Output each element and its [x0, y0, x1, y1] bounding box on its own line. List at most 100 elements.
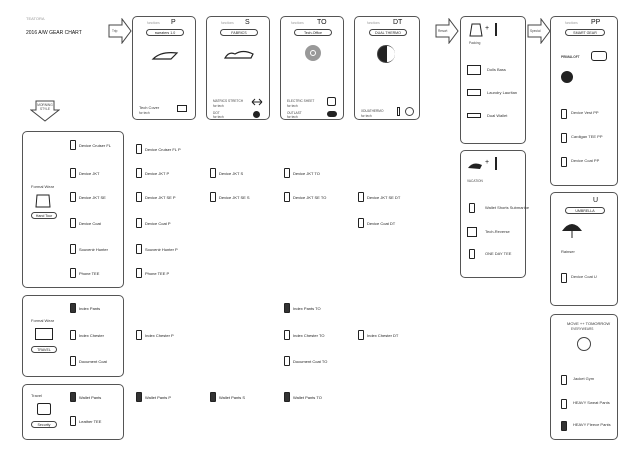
- card-to: functions TO Tech-Office ELECTRIC SHEET …: [280, 16, 344, 120]
- garment-icon: [210, 192, 216, 202]
- card-dt-code: DT: [393, 19, 403, 26]
- resort-box: + Packing Dolls Bass Laundry Lauritan Du…: [460, 16, 526, 144]
- garment-icon: [284, 192, 290, 202]
- card-to-prefix: functions: [291, 21, 304, 25]
- list-item[interactable]: Device Cruiser FL: [70, 140, 111, 150]
- garment-icon: [70, 392, 76, 402]
- morning-label: MORNING STYLE: [37, 103, 53, 111]
- card-dt-prefix: functions: [367, 21, 380, 25]
- list-item[interactable]: Index Chester DT: [358, 330, 398, 340]
- stretch-icon: [251, 98, 263, 106]
- list-item[interactable]: Phone TEE P: [136, 268, 169, 278]
- garment-icon: [284, 168, 290, 178]
- move-item-1: Jacket Gym: [573, 376, 595, 381]
- card-s-item1-sub: for tech: [213, 104, 224, 108]
- list-item[interactable]: Wallet Pants S: [210, 392, 245, 402]
- group-travel-pill[interactable]: Security: [31, 421, 57, 428]
- list-item[interactable]: Device Cruiser FL P: [136, 144, 181, 154]
- pp-prefix: functions: [565, 21, 578, 25]
- list-item[interactable]: Device JKT SE DT: [358, 192, 400, 202]
- card-to-pill[interactable]: Tech-Office: [294, 29, 332, 36]
- arrow-trip-icon: [108, 18, 132, 44]
- pp-brand: PRIMALOFT: [561, 55, 580, 59]
- list-item[interactable]: Device JKT SE: [70, 192, 106, 202]
- special-u-box: U UMBRELLA Rainser Device Coat U: [550, 192, 618, 306]
- list-item[interactable]: Device JKT SE TO: [284, 192, 326, 202]
- list-item[interactable]: Souvenir Hunter: [70, 244, 108, 254]
- list-item[interactable]: Device Coat DT: [358, 218, 395, 228]
- pp-item-3: Device Coat PP: [571, 158, 600, 163]
- list-item[interactable]: Souvenir Hunter P: [136, 244, 178, 254]
- card-s-pill[interactable]: FABRICS: [220, 29, 258, 36]
- list-item[interactable]: Device JKT SE P: [136, 192, 176, 202]
- vacation-bar-icon: [495, 157, 497, 170]
- page-title: 2016 A/W GEAR CHART: [26, 30, 82, 36]
- list-item[interactable]: Wallet Pants TO: [284, 392, 322, 402]
- list-item[interactable]: Document Coat: [70, 356, 107, 366]
- umbrella-icon: [562, 224, 582, 238]
- card-dt-item: XDUATHERMO: [361, 109, 384, 113]
- garment-icon: [284, 392, 290, 402]
- garment-icon: [70, 268, 76, 278]
- list-item[interactable]: Index Chester: [70, 330, 104, 340]
- move-item-3: HEAVY Fleece Pants: [573, 422, 611, 427]
- coat-pp-icon: [561, 157, 567, 167]
- list-item[interactable]: Device JKT TO: [284, 168, 320, 178]
- pp-pill[interactable]: SMART GEAR: [565, 29, 605, 36]
- garment-icon: [70, 218, 76, 228]
- thermometer-icon: [397, 107, 400, 116]
- garment-icon: [70, 356, 76, 366]
- list-item[interactable]: Document Coat TO: [284, 356, 327, 366]
- card-p-pill[interactable]: sweaters 1.0: [146, 29, 184, 36]
- u-code: U: [593, 197, 599, 204]
- list-item[interactable]: Device Coat P: [136, 218, 171, 228]
- card-s-item2: DOT: [213, 111, 220, 115]
- move-circle-icon: [577, 337, 591, 351]
- resort-item-2: Laundry Lauritan: [487, 90, 518, 95]
- suit-icon: [35, 194, 51, 208]
- list-item[interactable]: Phone TEE: [70, 268, 99, 278]
- vacation-label: VACATION: [467, 179, 483, 183]
- pp-circle-icon: [561, 71, 573, 83]
- list-item[interactable]: Index Chester P: [136, 330, 174, 340]
- group-formal-box: Formal Wear Hand Tour: [22, 131, 124, 288]
- group-formal2-pill[interactable]: TRAVEL: [31, 346, 57, 353]
- vacation-box: + VACATION Wallet Shorts Submarine Tech-…: [460, 150, 530, 278]
- brand-label: TEATORA: [26, 16, 45, 21]
- reverse-icon: [467, 227, 477, 237]
- garment-icon: [70, 168, 76, 178]
- card-p: functions P sweaters 1.0 Tech Cover for …: [132, 16, 196, 120]
- list-item[interactable]: Device JKT S: [210, 168, 243, 178]
- group-travel-label: Travel: [31, 393, 42, 398]
- list-item[interactable]: Device JKT SE S: [210, 192, 250, 202]
- u-pill[interactable]: UMBRELLA: [565, 207, 605, 214]
- vacation-item-3: ONE DAY TEE: [485, 251, 512, 256]
- card-dt-pill[interactable]: DUAL THERMO: [369, 29, 407, 36]
- garment-icon: [210, 168, 216, 178]
- list-item[interactable]: Wallet Pants: [70, 392, 101, 402]
- resort-label: Resort: [438, 29, 448, 33]
- jacket-icon: [469, 23, 483, 37]
- no-icon: [405, 107, 414, 116]
- list-item[interactable]: Index Pants TO: [284, 303, 321, 313]
- list-item[interactable]: Device JKT: [70, 168, 99, 178]
- list-item[interactable]: Device JKT P: [136, 168, 169, 178]
- vacation-item-1: Wallet Shorts Submarine: [485, 205, 530, 210]
- group-formal-label: Formal Wear: [31, 184, 55, 189]
- pp-code: PP: [591, 19, 601, 26]
- list-item[interactable]: Leather TEE: [70, 416, 101, 426]
- list-item[interactable]: Index Chester TO: [284, 330, 324, 340]
- list-item[interactable]: Index Pants: [70, 303, 100, 313]
- group-formal-pill[interactable]: Hand Tour: [31, 212, 57, 219]
- garment-icon: [70, 330, 76, 340]
- list-item[interactable]: Device Coat: [70, 218, 101, 228]
- vacation-plus-icon: +: [485, 159, 490, 166]
- list-item[interactable]: Wallet Pants P: [136, 392, 171, 402]
- card-p-code: P: [171, 19, 176, 26]
- resort-item-3: Dual Wallet: [487, 113, 508, 118]
- wallet-small-icon: [467, 113, 481, 118]
- vest-icon: [561, 109, 567, 119]
- gym-jacket-icon: [561, 375, 567, 385]
- vacation-item-2: Tech-Reverse: [485, 229, 510, 234]
- power-icon: [305, 45, 321, 61]
